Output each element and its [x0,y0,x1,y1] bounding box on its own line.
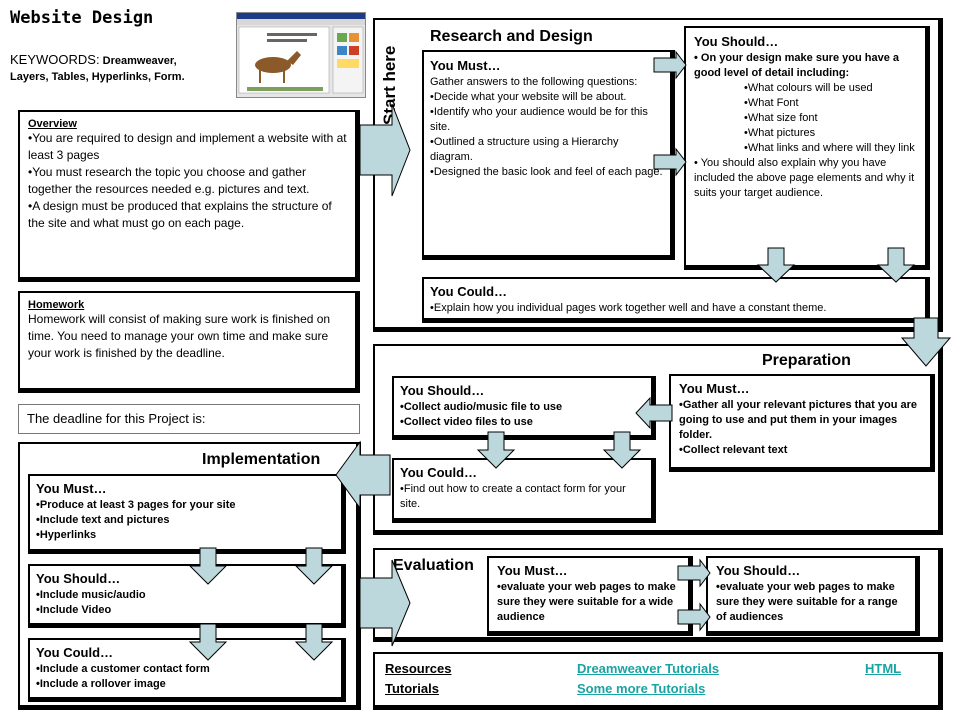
homework-text: Homework will consist of making sure wor… [28,312,331,360]
some-more-tutorials-link[interactable]: Some more Tutorials [577,681,706,696]
impl-must-item: Produce at least 3 pages for your site [36,498,335,513]
resources-label: Resources [385,661,452,676]
research-could-box: You Could… Explain how you individual pa… [422,277,930,323]
research-title: Research and Design [430,28,593,45]
eval-must-box: You Must… evaluate your web pages to mak… [487,556,693,636]
research-should-sub: What size font [744,111,917,126]
impl-could-item: Include a rollover image [36,677,335,692]
prep-could-item: Find out how to create a contact form fo… [400,482,645,512]
preparation-title: Preparation [762,352,851,369]
research-must-item: Decide what your website will be about. [430,90,664,105]
research-should-title: You Should… [694,34,779,49]
keywords: KEYWOORDS: Dreamweaver, Layers, Tables, … [10,52,185,85]
research-must-item: Identify who your audience would be for … [430,105,664,135]
research-should-sub: What links and where will they link [744,141,917,156]
homework-box: Homework Homework will consist of making… [18,291,360,393]
keywords-line1: Dreamweaver, [102,55,177,67]
dreamweaver-tutorials-link[interactable]: Dreamweaver Tutorials [577,661,720,676]
eval-must-item: evaluate your web pages to make sure the… [497,580,680,625]
prep-must-item: Collect relevant text [679,443,922,458]
resources-panel [373,652,943,710]
eval-must-title: You Must… [497,563,568,578]
research-should-box: You Should… • On your design make sure y… [684,26,930,270]
impl-should-item: Include Video [36,603,335,618]
impl-should-item: Include music/audio [36,588,335,603]
prep-must-title: You Must… [679,381,750,396]
research-must-item: Designed the basic look and feel of each… [430,165,664,180]
evaluation-title: Evaluation [393,557,474,574]
eval-should-item: evaluate your web pages to make sure the… [716,580,907,625]
research-should-lead: • On your design make sure you have a go… [694,52,899,79]
research-should-sub: What pictures [744,126,917,141]
keywords-label: KEYWOORDS: [10,52,100,67]
screenshot-image [237,13,365,94]
research-should-sub: What Font [744,96,917,111]
research-must-title: You Must… [430,58,501,73]
research-could-item: Explain how you individual pages work to… [430,301,919,316]
impl-could-title: You Could… [36,645,114,660]
tutorials-label: Tutorials [385,681,439,696]
impl-should-title: You Should… [36,571,121,586]
eval-should-title: You Should… [716,563,801,578]
research-must-item: Outlined a structure using a Hierarchy d… [430,135,664,165]
implementation-title: Implementation [202,451,321,468]
overview-title: Overview [28,118,77,130]
research-must-box: You Must… Gather answers to the followin… [422,50,675,260]
prep-could-box: You Could… Find out how to create a cont… [392,458,656,523]
impl-must-box: You Must… Produce at least 3 pages for y… [28,474,346,554]
research-should-tail-text: You should also explain why you have inc… [694,157,915,199]
research-should-tail: • You should also explain why you have i… [694,157,915,199]
deadline-text: The deadline for this Project is: [27,411,206,426]
start-here-label: Start here [380,45,399,125]
overview-item: You are required to design and implement… [28,130,347,164]
prep-could-title: You Could… [400,465,478,480]
prep-should-box: You Should… Collect audio/music file to … [392,376,656,440]
overview-box: Overview You are required to design and … [18,110,360,282]
keywords-line2: Layers, Tables, Hyperlinks, Form. [10,71,185,83]
prep-must-box: You Must… Gather all your relevant pictu… [669,374,935,472]
eval-should-box: You Should… evaluate your web pages to m… [706,556,920,636]
impl-must-item: Hyperlinks [36,528,335,543]
dreamweaver-screenshot [236,12,366,98]
prep-should-title: You Should… [400,383,485,398]
impl-must-title: You Must… [36,481,107,496]
prep-must-item: Gather all your relevant pictures that y… [679,398,922,443]
overview-item: You must research the topic you choose a… [28,164,347,198]
impl-could-item: Include a customer contact form [36,662,335,677]
deadline-box: The deadline for this Project is: [18,404,360,434]
research-should-lead-text: On your design make sure you have a good… [694,52,899,79]
html-link[interactable]: HTML [865,661,902,676]
research-must-intro: Gather answers to the following question… [430,76,638,88]
page-title: Website Design [10,8,154,28]
impl-should-box: You Should… Include music/audio Include … [28,564,346,628]
impl-must-item: Include text and pictures [36,513,335,528]
overview-item: A design must be produced that explains … [28,198,347,232]
homework-title: Homework [28,299,85,311]
research-should-sub: What colours will be used [744,81,917,96]
research-could-title: You Could… [430,284,508,299]
prep-should-item: Collect video files to use [400,415,645,430]
prep-should-item: Collect audio/music file to use [400,400,645,415]
impl-could-box: You Could… Include a customer contact fo… [28,638,346,702]
